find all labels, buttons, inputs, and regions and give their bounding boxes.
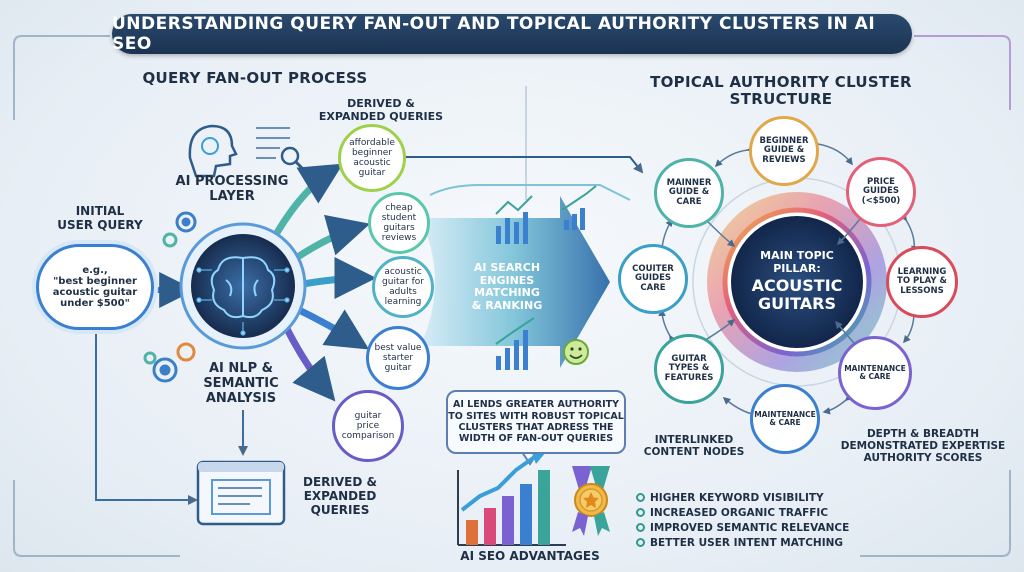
pillar-title: ACOUSTIC GUITARS xyxy=(751,276,843,314)
bullet-icon xyxy=(636,493,645,502)
growth-chart-icon xyxy=(457,448,566,546)
advantage-text: INCREASED ORGANIC TRAFFIC xyxy=(650,507,829,519)
advantage-item: IMPROVED SEMANTIC RELEVANCE xyxy=(636,522,849,534)
cluster-node-maintenance-bottom: MAINTENANCE & CARE xyxy=(750,384,820,454)
cluster-node-beginner: BEGINNER GUIDE & REVIEWS xyxy=(749,116,819,186)
query-to-cluster-line-1 xyxy=(402,156,644,174)
gear-icon xyxy=(143,211,197,383)
head-brain-icon xyxy=(188,124,238,178)
monitor-icon xyxy=(196,460,286,526)
ai-search-engine-label: AI SEARCH ENGINES MATCHING & RANKING xyxy=(471,261,543,312)
ai-search-engine-arrow xyxy=(420,196,610,368)
frame-line-right-bottom xyxy=(860,470,1011,557)
fanout-arrow-2 xyxy=(288,214,371,265)
advantage-item: INCREASED ORGANIC TRAFFIC xyxy=(636,507,828,519)
advantage-text: HIGHER KEYWORD VISIBILITY xyxy=(650,492,824,504)
pillar-core xyxy=(731,216,863,348)
frame-line-left-bottom xyxy=(13,480,180,557)
document-search-icon xyxy=(256,127,304,170)
query-node-affordable: affordable beginner acoustic guitar xyxy=(338,124,406,192)
cluster-node-mainner: MAINNER GUIDE & CARE xyxy=(654,158,724,228)
cluster-node-maintenance-right: MAINTENANCE & CARE xyxy=(838,336,912,410)
ai-processing-label: AI PROCESSING LAYER xyxy=(175,174,289,204)
derived-queries-bottom-label: DERIVED & EXPANDED QUERIES xyxy=(303,475,377,517)
query-fanout-heading: QUERY FAN-OUT PROCESS xyxy=(142,69,368,87)
cluster-node-learning: LEARNING TO PLAY & LESSONS xyxy=(886,246,958,318)
interlinked-nodes-label: INTERLINKED CONTENT NODES xyxy=(643,434,745,459)
pillar-small-label: MAIN TOPIC PILLAR: xyxy=(760,249,834,275)
query-to-derived-line xyxy=(95,330,198,505)
fanout-arrow-5 xyxy=(281,323,336,402)
cluster-node-couiter: COUITER GUIDES CARE xyxy=(618,244,688,314)
query-node-cheap: cheap student guitars reviews xyxy=(368,192,430,254)
advantage-text: IMPROVED SEMANTIC RELEVANCE xyxy=(650,522,850,534)
advantage-item: HIGHER KEYWORD VISIBILITY xyxy=(636,492,824,504)
advantage-item: BETTER USER INTENT MATCHING xyxy=(636,537,843,549)
depth-breadth-label: DEPTH & BREADTH DEMONSTRATED EXPERTISE A… xyxy=(840,428,1006,465)
cluster-structure-heading: TOPICAL AUTHORITY CLUSTER STRUCTURE xyxy=(650,73,912,109)
cluster-node-guitar-types: GUITAR TYPES & FEATURES xyxy=(654,334,724,404)
query-node-price-comparison: guitar price comparison xyxy=(332,390,404,462)
authority-callout: AI LENDS GREATER AUTHORITY TO SITES WITH… xyxy=(446,390,626,454)
bullet-icon xyxy=(636,538,645,547)
bar-chart-icon xyxy=(495,185,597,370)
derived-queries-top-label: DERIVED & EXPANDED QUERIES xyxy=(318,97,444,123)
circuit-lines xyxy=(196,267,290,336)
bullet-icon xyxy=(636,508,645,517)
cluster-node-price: PRICE GUIDES (<$500) xyxy=(846,157,916,227)
ai-seo-advantages-label: AI SEO ADVANTAGES xyxy=(460,549,600,563)
ai-nlp-label: AI NLP & SEMANTIC ANALYSIS xyxy=(203,361,279,406)
initial-query-bubble: e.g., "best beginner acoustic guitar und… xyxy=(36,244,154,330)
frame-line-left xyxy=(13,35,110,120)
frame-line-right xyxy=(914,35,1011,110)
fanout-arrow-4 xyxy=(293,304,370,350)
query-node-best-value: best value starter guitar xyxy=(366,326,430,390)
brain-icon xyxy=(210,256,276,319)
medal-icon xyxy=(572,466,610,536)
pillar-glow-ring xyxy=(707,192,887,372)
fanout-arrow-3 xyxy=(297,257,377,300)
advantage-text: BETTER USER INTENT MATCHING xyxy=(650,537,844,549)
query-node-adults: acoustic guitar for adults learning xyxy=(372,256,434,318)
page-title: UNDERSTANDING QUERY FAN-OUT AND TOPICAL … xyxy=(112,14,912,54)
initial-query-label: INITIAL USER QUERY xyxy=(57,204,143,232)
smiley-icon xyxy=(563,339,589,365)
bullet-icon xyxy=(636,523,645,532)
query-to-cluster-line-2 xyxy=(429,184,631,201)
